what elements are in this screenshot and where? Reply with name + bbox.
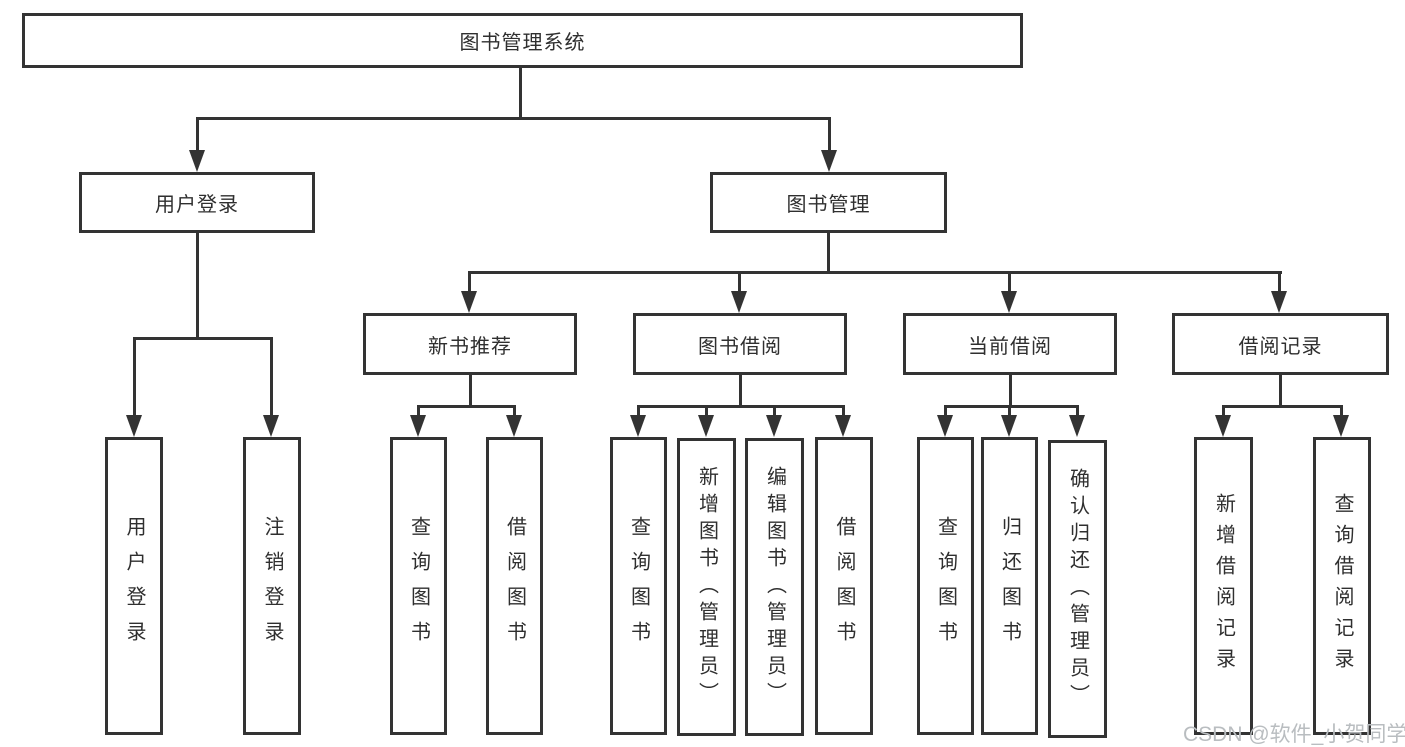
node-edit-book-admin: 编辑图书（管理员） [745, 438, 804, 736]
connector-line [827, 233, 830, 274]
node-confirm-return-admin: 确认归还（管理员） [1048, 440, 1107, 738]
node-library-system: 图书管理系统 [22, 13, 1023, 68]
node-label: 借阅图书 [503, 516, 526, 656]
node-label: 编辑图书（管理员） [763, 465, 786, 709]
node-label: 查询图书 [407, 516, 430, 656]
arrowhead-icon [126, 415, 142, 437]
connector-line [1009, 375, 1012, 408]
connector-line [828, 117, 831, 155]
connector-line [133, 337, 136, 419]
arrowhead-icon [937, 415, 953, 437]
connector-line [1340, 405, 1343, 419]
connector-line [1076, 405, 1079, 419]
node-user-login: 用户登录 [79, 172, 315, 233]
connector-line [196, 117, 831, 120]
connector-line [513, 405, 516, 419]
connector-line [196, 233, 199, 340]
arrowhead-icon [410, 415, 426, 437]
connector-line [637, 405, 845, 408]
arrowhead-icon [731, 291, 747, 313]
connector-line [270, 337, 273, 419]
arrowhead-icon [766, 415, 782, 437]
connector-line [944, 405, 1079, 408]
node-label: 查询借阅记录 [1331, 493, 1353, 679]
node-borrow-books: 借阅图书 [815, 437, 873, 735]
connector-line [1008, 271, 1011, 295]
node-label: 图书管理 [786, 194, 871, 216]
connector-line [773, 405, 776, 419]
node-label: 用户登录 [123, 516, 145, 656]
connector-line [705, 405, 708, 419]
arrowhead-icon [1001, 415, 1017, 437]
connector-line [196, 117, 199, 155]
connector-line [738, 271, 741, 295]
node-label: 新增借阅记录 [1212, 493, 1235, 679]
node-query-books: 查询图书 [390, 437, 447, 735]
connector-line [133, 337, 273, 340]
node-query-books: 查询图书 [917, 437, 974, 735]
node-add-borrow-record: 新增借阅记录 [1194, 437, 1253, 735]
arrowhead-icon [506, 415, 522, 437]
connector-line [417, 405, 420, 419]
connector-line [1279, 375, 1282, 408]
node-borrow-books: 借阅图书 [486, 437, 543, 735]
connector-line [468, 271, 471, 295]
node-return-book: 归还图书 [981, 437, 1038, 735]
connector-line [1008, 405, 1011, 419]
connector-line [842, 405, 845, 419]
node-label: 查询图书 [934, 516, 957, 656]
node-query-books: 查询图书 [610, 437, 667, 735]
node-label: 图书借阅 [698, 335, 782, 358]
connector-line [469, 375, 472, 408]
arrowhead-icon [189, 150, 205, 172]
arrowhead-icon [835, 415, 851, 437]
node-logout: 注销登录 [243, 437, 301, 735]
node-label: 当前借阅 [968, 335, 1052, 358]
connector-line [1278, 271, 1281, 295]
connector-line [637, 405, 640, 419]
connector-line [1222, 405, 1225, 419]
node-label: 新书推荐 [428, 335, 512, 358]
node-label: 新增图书（管理员） [695, 465, 718, 709]
node-user-login-leaf: 用户登录 [105, 437, 163, 735]
node-label: 查询图书 [627, 516, 650, 656]
node-label: 注销登录 [261, 516, 283, 656]
arrowhead-icon [698, 415, 714, 437]
arrowhead-icon [461, 291, 477, 313]
arrowhead-icon [1333, 415, 1349, 437]
arrowhead-icon [1215, 415, 1231, 437]
node-current-borrowing: 当前借阅 [903, 313, 1117, 375]
node-label: 归还图书 [998, 516, 1021, 656]
arrowhead-icon [821, 150, 837, 172]
node-label: 确认归还（管理员） [1066, 467, 1089, 711]
node-book-management: 图书管理 [710, 172, 947, 233]
connector-line [417, 405, 516, 408]
connector-line [519, 68, 522, 119]
node-add-book-admin: 新增图书（管理员） [677, 438, 736, 736]
node-label: 借阅记录 [1238, 335, 1323, 358]
node-label: 借阅图书 [833, 516, 855, 656]
arrowhead-icon [1069, 415, 1085, 437]
node-label: 用户登录 [155, 194, 239, 216]
arrowhead-icon [630, 415, 646, 437]
arrowhead-icon [1001, 291, 1017, 313]
connector-line [944, 405, 947, 419]
node-new-book-recommend: 新书推荐 [363, 313, 577, 375]
node-book-borrowing: 图书借阅 [633, 313, 847, 375]
node-label: 图书管理系统 [459, 32, 586, 54]
connector-line [739, 375, 742, 408]
arrowhead-icon [263, 415, 279, 437]
arrowhead-icon [1271, 291, 1287, 313]
connector-line [1222, 405, 1343, 408]
node-query-borrow-record: 查询借阅记录 [1313, 437, 1371, 735]
node-borrowing-records: 借阅记录 [1172, 313, 1389, 375]
connector-line [468, 271, 1282, 274]
watermark: CSDN @软件_小贺同学 [1183, 723, 1405, 746]
